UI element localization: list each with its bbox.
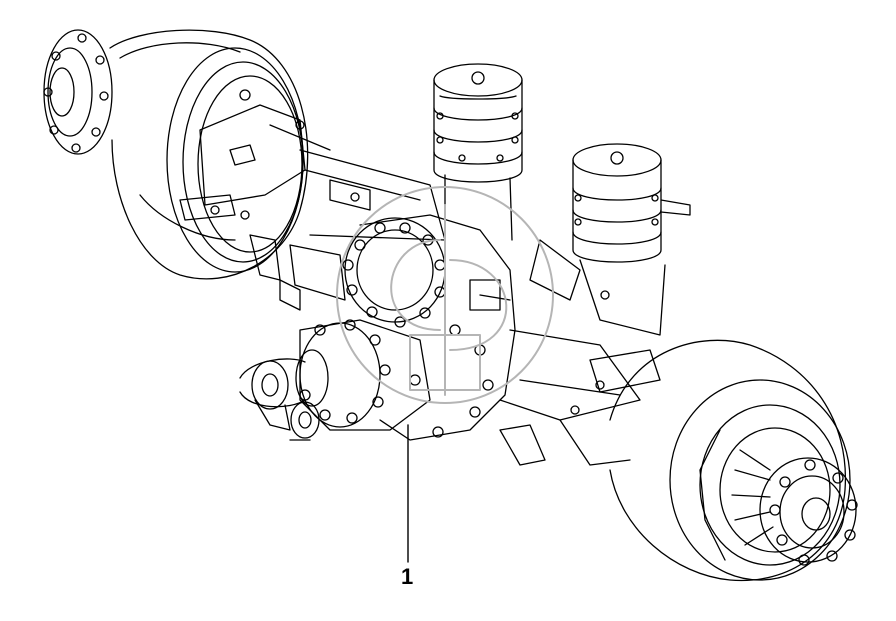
watermark-logo bbox=[336, 186, 554, 404]
axle-housing-right bbox=[499, 239, 661, 466]
air-spring-rear bbox=[433, 63, 523, 241]
pinion-yoke bbox=[239, 349, 329, 441]
differential-carrier bbox=[299, 214, 516, 441]
right-wheel-end bbox=[609, 339, 858, 582]
left-wheel-end bbox=[43, 29, 309, 281]
callout-label-1: 1 bbox=[401, 564, 414, 589]
axle-housing-left bbox=[269, 124, 446, 311]
air-spring-front bbox=[572, 143, 691, 336]
